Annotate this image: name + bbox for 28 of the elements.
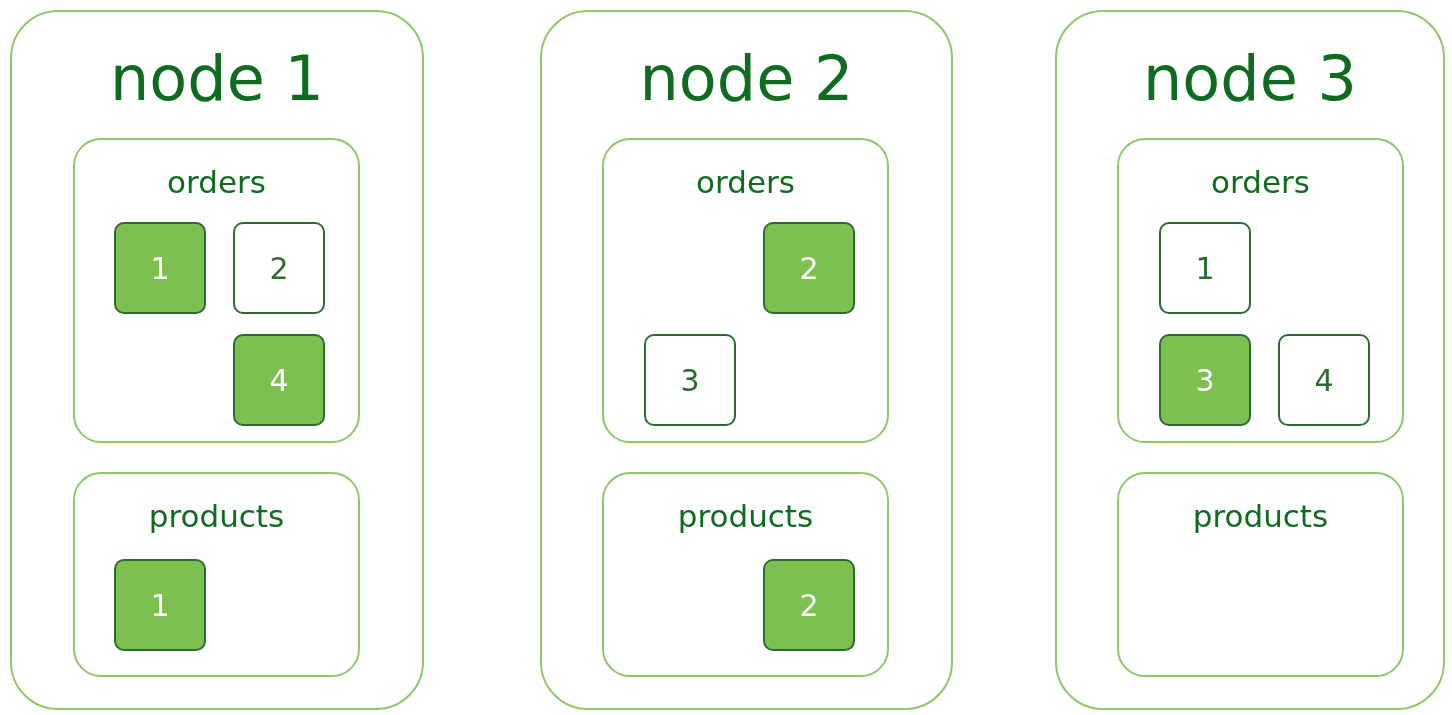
server-panel	[10, 10, 424, 710]
shard-tile: 1	[1159, 222, 1251, 314]
server-panel	[540, 10, 953, 710]
collection-title: orders	[166, 164, 267, 200]
shard-tile: 1	[114, 559, 206, 651]
collection-panel	[1117, 138, 1404, 443]
collection-panel	[602, 472, 889, 677]
shard-tile: 2	[763, 222, 855, 314]
server-title: node 3	[1142, 42, 1358, 115]
collection-panel	[602, 138, 889, 443]
server-title: node 1	[109, 42, 325, 115]
shard-tile: 1	[114, 222, 206, 314]
collection-title: products	[1191, 498, 1330, 534]
shard-tile: 3	[1159, 334, 1251, 426]
server-panel	[1055, 10, 1445, 710]
collection-panel	[73, 138, 360, 443]
shard-tile: 4	[233, 334, 325, 426]
shard-tile: 3	[644, 334, 736, 426]
shard-tile: 2	[233, 222, 325, 314]
server-title: node 2	[638, 42, 855, 115]
collection-title: orders	[1210, 164, 1311, 200]
shard-tile: 2	[763, 559, 855, 651]
collection-panel	[73, 472, 360, 677]
collection-title: products	[147, 498, 286, 534]
collection-title: orders	[695, 164, 796, 200]
collection-panel	[1117, 472, 1404, 677]
collection-title: products	[676, 498, 815, 534]
shard-tile: 4	[1278, 334, 1370, 426]
